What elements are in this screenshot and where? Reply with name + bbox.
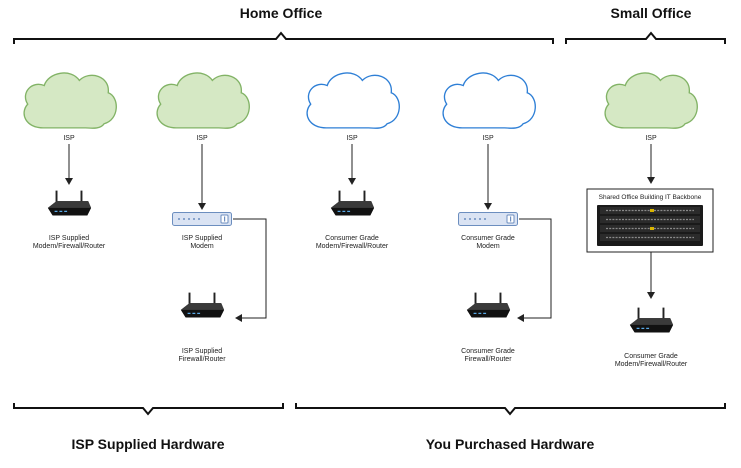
connector-c2-modem-router bbox=[233, 218, 267, 322]
router-icon bbox=[466, 292, 511, 318]
isp-hardware-brace bbox=[13, 403, 284, 416]
isp-cloud-5 bbox=[604, 72, 698, 129]
router-icon bbox=[330, 190, 375, 216]
device-label-line2: Firewall/Router bbox=[178, 356, 226, 363]
device-label-line2: Firewall/Router bbox=[464, 356, 512, 363]
device-label-line1: ISP Supplied bbox=[182, 348, 222, 355]
isp-cloud-3 bbox=[306, 72, 400, 129]
device-label-line2: Modem bbox=[190, 243, 214, 250]
isp-supplied-hardware-header: ISP Supplied Hardware bbox=[71, 436, 224, 452]
isp-cloud-2 bbox=[156, 72, 250, 129]
router-icon bbox=[629, 307, 674, 333]
device-label-line1: Consumer Grade bbox=[325, 235, 379, 242]
home-office-brace bbox=[13, 31, 554, 44]
router-icon bbox=[180, 292, 225, 318]
device-label-line1: Consumer Grade bbox=[461, 235, 515, 242]
small-office-brace bbox=[565, 31, 726, 44]
isp-cloud-1 bbox=[23, 72, 117, 129]
isp-cloud-4 bbox=[442, 72, 536, 129]
cloud-label-1: ISP bbox=[63, 135, 75, 142]
device-label-line2: Modem/Firewall/Router bbox=[33, 243, 106, 250]
cloud-label-3: ISP bbox=[346, 135, 358, 142]
router-icon bbox=[47, 190, 92, 216]
device-label-line1: ISP Supplied bbox=[49, 235, 89, 242]
home-office-header: Home Office bbox=[240, 5, 323, 21]
device-label-line1: ISP Supplied bbox=[182, 235, 222, 242]
cloud-label-2: ISP bbox=[196, 135, 208, 142]
backbone-title: Shared Office Building IT Backbone bbox=[599, 194, 702, 201]
connector-c4-modem-router bbox=[517, 218, 552, 322]
switch-stack-icon bbox=[597, 205, 703, 246]
device-label-line2: Modem/Firewall/Router bbox=[316, 243, 389, 250]
device-label-line1: Consumer Grade bbox=[624, 353, 678, 360]
small-office-header: Small Office bbox=[611, 5, 692, 21]
purchased-hardware-brace bbox=[295, 403, 726, 416]
cloud-label-4: ISP bbox=[482, 135, 494, 142]
device-label-line2: Modem bbox=[476, 243, 500, 250]
modem-icon bbox=[458, 212, 518, 226]
device-label-line2: Modem/Firewall/Router bbox=[615, 361, 688, 368]
you-purchased-hardware-header: You Purchased Hardware bbox=[426, 436, 595, 452]
shared-backbone-box: Shared Office Building IT Backbone bbox=[586, 188, 714, 253]
modem-icon bbox=[172, 212, 232, 226]
cloud-label-5: ISP bbox=[645, 135, 657, 142]
device-label-line1: Consumer Grade bbox=[461, 348, 515, 355]
